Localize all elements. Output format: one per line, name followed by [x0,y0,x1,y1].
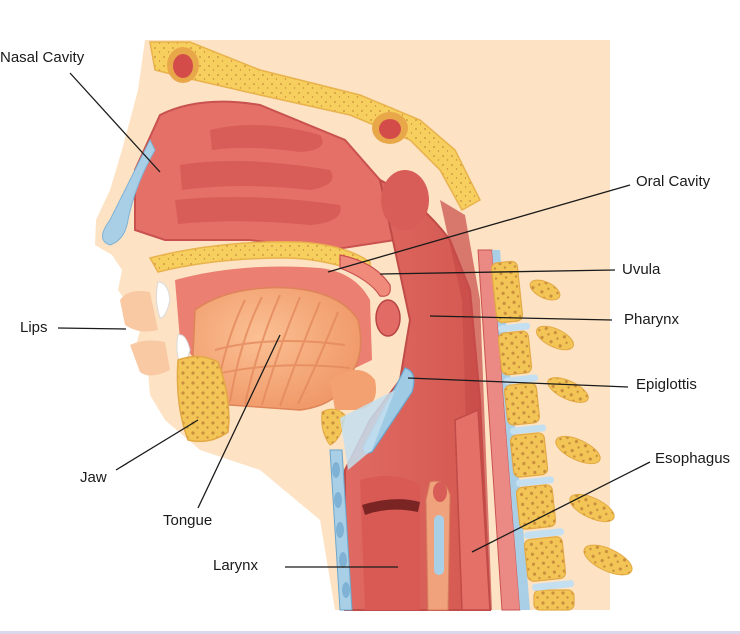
skull-bone [149,41,481,212]
trachea-rings [332,462,350,598]
larynx-airway [360,476,420,610]
tongue-fibers [211,294,351,407]
leader-jaw [115,419,199,471]
vertebrae [490,260,575,611]
tongue-base [330,370,376,410]
label-uvula: Uvula [622,261,661,278]
spinous-processes [529,279,633,576]
jaw-bone [176,355,230,443]
lower-lip [130,340,170,376]
label-jaw: Jaw [80,469,107,486]
turbinate-lower [175,196,341,225]
leader-oral-cavity [327,184,631,273]
leader-lips [57,327,127,330]
leader-uvula [379,269,616,275]
thyrohyoid-ligament [340,390,395,470]
adenoid [381,170,429,230]
leader-tongue [197,334,281,509]
label-tongue: Tongue [163,512,213,529]
leader-pharynx [429,315,613,321]
leader-esophagus [471,461,651,553]
esophagus-tube [454,408,491,611]
label-lips: Lips [20,319,48,336]
bottom-border [0,631,740,634]
arytenoid-blue [434,515,444,575]
nasal-cartilage [102,138,156,246]
label-larynx: Larynx [213,557,259,574]
label-epiglottis: Epiglottis [636,376,697,393]
vocal-fold [362,499,420,515]
hyoid-bone [321,408,346,446]
label-nasal-cavity: Nasal Cavity [0,49,85,66]
label-esophagus: Esophagus [655,450,731,467]
arytenoid-top [433,482,447,502]
label-oral-cavity: Oral Cavity [636,173,711,190]
label-pharynx: Pharynx [624,311,680,328]
leader-epiglottis [407,377,629,388]
leader-lines [57,72,651,568]
turbinate-upper [210,125,323,152]
upper-lip [120,291,158,332]
leader-nasal-cavity [69,72,161,173]
intervertebral-discs [498,322,575,591]
sphenoid-sinus-inner [379,119,401,139]
turbinate-middle [180,161,333,190]
frontal-sinus-inner [173,54,193,78]
tonsil [375,299,401,337]
upper-tooth [155,281,171,319]
